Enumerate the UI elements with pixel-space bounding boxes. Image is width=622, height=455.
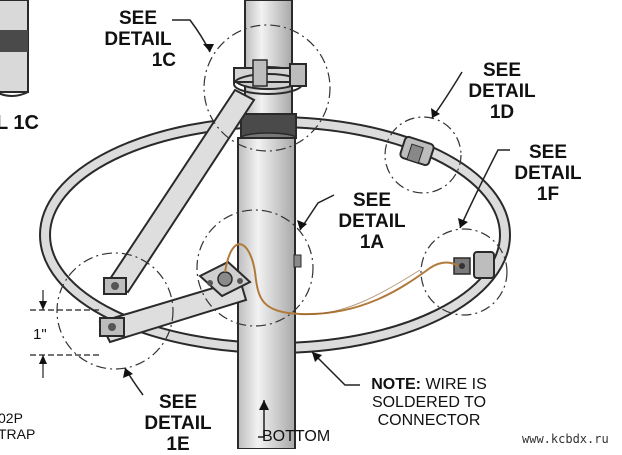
arrowhead-1f	[458, 218, 468, 228]
callout-id: 1C	[151, 50, 176, 71]
callout-detail-1a: SEE DETAIL 1A	[334, 190, 410, 253]
left-edge-text: 02P TRAP	[0, 410, 35, 442]
leader-lines	[124, 19, 510, 438]
arrowhead-1e	[123, 368, 133, 378]
ring-joint-1f	[453, 251, 495, 279]
callout-detail-1d: SEE DETAIL 1D	[464, 60, 540, 123]
ring-clamp-lower	[99, 317, 125, 337]
callout-id: 1F	[536, 184, 560, 205]
arrowhead-1a	[297, 220, 307, 230]
dimension-1inch	[30, 290, 100, 378]
callout-see: SEE	[528, 142, 568, 163]
partial-mast-upper-left	[0, 0, 29, 97]
note-label: NOTE:	[371, 376, 421, 393]
leader-bottom	[258, 400, 265, 438]
callout-detail-1f: SEE DETAIL 1F	[510, 142, 586, 205]
leader-1a	[299, 194, 335, 231]
leader-note	[311, 351, 360, 386]
dimension-label: 1"	[33, 326, 47, 343]
callout-see: SEE	[158, 392, 198, 413]
detail-circle-1f	[420, 228, 508, 316]
arrowhead-note	[312, 352, 322, 362]
callout-detail: DETAIL	[468, 81, 536, 102]
callout-id: 1E	[166, 434, 190, 455]
detail-circle-1a	[196, 209, 314, 327]
left-edge-line-1: 02P	[0, 410, 23, 426]
note-text-1: WIRE IS	[425, 376, 487, 393]
leader-arrowheads	[123, 44, 468, 410]
callout-detail-1e: SEE DETAIL 1E	[140, 392, 216, 455]
arrowhead-1c	[203, 44, 214, 52]
mast-lower	[237, 137, 296, 449]
note-line-1: NOTE: WIRE IS	[371, 376, 487, 393]
callout-detail-1c: SEE DETAIL 1C	[100, 8, 176, 71]
note-line-2: SOLDERED TO	[371, 394, 487, 411]
callout-detail: DETAIL	[338, 211, 406, 232]
connector-plate	[198, 254, 302, 298]
detail-circle-1c	[203, 24, 331, 152]
callout-id: 1A	[359, 232, 385, 253]
bottom-label: BOTTOM	[262, 428, 331, 445]
arrowhead-bottom	[259, 400, 269, 410]
detail-circle-1e	[56, 252, 174, 370]
partial-left-label: L 1C	[0, 112, 39, 134]
callout-id: 1D	[489, 102, 515, 123]
watermark: www.kcbdx.ru	[522, 432, 609, 446]
coax-wire	[224, 243, 459, 316]
callout-detail: DETAIL	[104, 29, 172, 50]
callout-see: SEE	[352, 190, 392, 211]
detail-circle-1d	[384, 116, 462, 194]
note-line-3: CONNECTOR	[377, 412, 481, 429]
leader-1d	[431, 71, 463, 119]
ring-clamp-upper	[103, 277, 127, 295]
hose-clamp	[233, 59, 307, 95]
support-strap	[106, 88, 256, 294]
leader-1f	[459, 149, 510, 229]
detail-circles	[56, 24, 508, 370]
left-edge-line-2: TRAP	[0, 426, 36, 442]
callout-see: SEE	[482, 60, 522, 81]
arrowhead-1d	[431, 108, 440, 118]
ring-joint-1d	[399, 135, 435, 167]
callout-see: SEE	[118, 8, 158, 29]
callout-detail: DETAIL	[144, 413, 212, 434]
callout-detail: DETAIL	[514, 163, 582, 184]
leader-1c	[172, 19, 211, 53]
note-callout: NOTE: WIRE IS SOLDERED TO CONNECTOR	[360, 376, 498, 430]
